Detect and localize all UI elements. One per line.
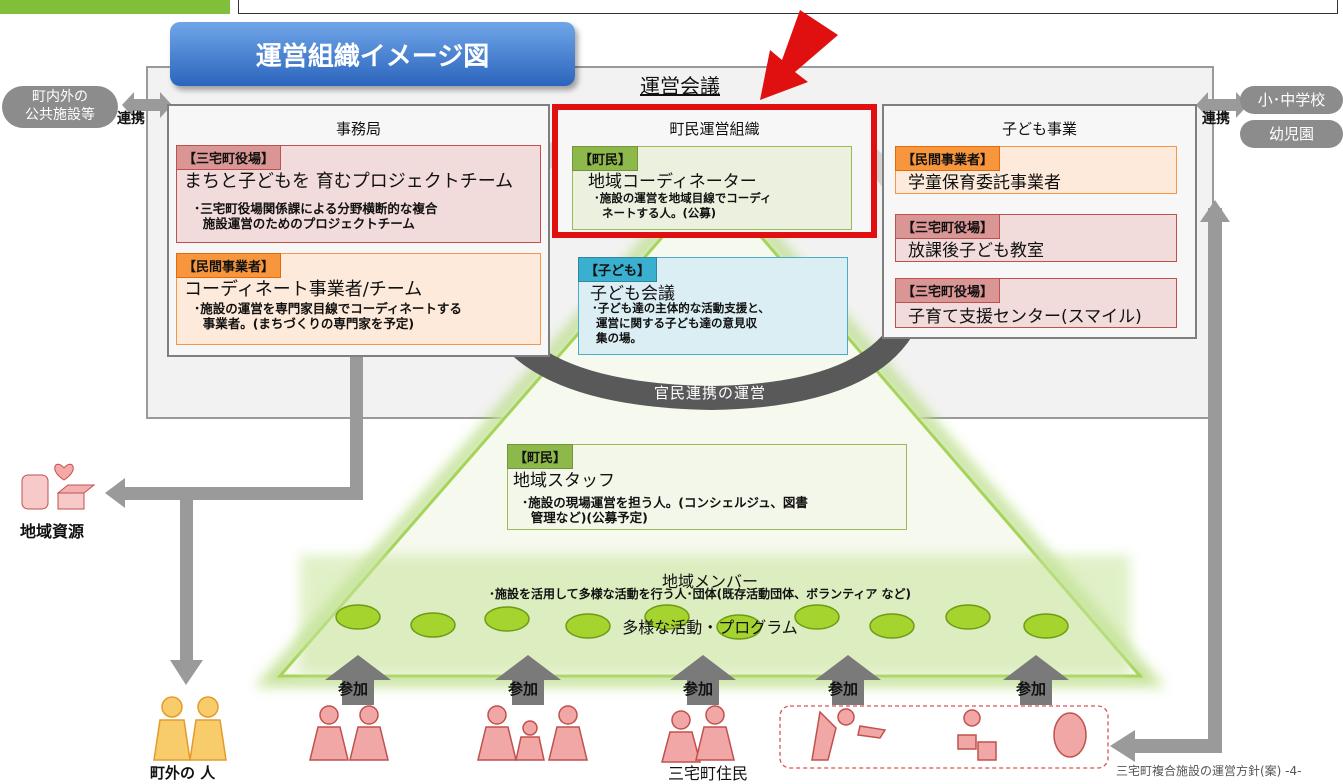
pt-card-desc: ･三宅町役場関係課による分野横断的な複合 施設運営のためのプロジェクトチーム [194,201,438,231]
kids-meeting-desc: ･子ども達の主体的な活動支援と、 運営に関する子ども達の意見収 集の場。 [592,301,770,345]
left-link-arrow [122,92,172,118]
sanka-label-4: 参加 [828,680,859,698]
coordinate-card-tag: 【民間事業者】 [176,253,282,278]
outside-people-icon [153,696,227,761]
coordinate-card-desc: ･施設の運営を専門家目線でコーディネートする 事業者。(まちづくりの専門家を予定… [194,301,462,331]
sanka-label-1: 参加 [338,680,369,698]
kindergarten-label: 幼児園 [1268,125,1314,143]
sanka-label-3: 参加 [683,680,714,698]
resource-label: 地域資源 [20,522,85,541]
right-link-connector: 連携 [1202,111,1230,127]
residents-label: 三宅町住民 [668,764,749,783]
member-title: 地域メンバー [661,572,758,591]
resident-people-icons [309,705,1087,763]
public-facilities-node [2,86,118,128]
sanka-label-2: 参加 [508,680,539,698]
jimukyoku-title: 事務局 [335,120,381,138]
after-school-care-tag: 【民間事業者】 [895,146,1001,171]
childcare-center-title: 子育て支援センター(スマイル) [908,307,1142,327]
staff-card [507,444,907,530]
staff-title: 地域スタッフ [513,471,615,491]
footer-text: 三宅町複合施設の運営方針(案) -4- [1116,764,1302,778]
participation-arrows [325,655,1069,705]
top-bar-green [0,0,230,14]
after-school-class-title: 放課後子ども教室 [908,241,1044,261]
coordinator-card-title: 地域コーディネーター [588,172,757,192]
meeting-title: 運営会議 [640,74,720,98]
after-school-class-tag: 【三宅町役場】 [895,214,1001,239]
left-link-connector: 連携 [117,111,145,127]
coordinator-card-desc: ･施設の運営を地域目線でコーディ ネートする人。(公募) [594,191,772,220]
outside-people-label: 町外の 人 [150,764,216,782]
staff-tag: 【町民】 [507,444,574,469]
top-bar-frame [238,0,1338,14]
activity-ovals [335,604,1069,640]
red-arrow [760,10,838,100]
chomin-title: 町民運営組織 [669,120,760,138]
resource-icon [21,463,96,510]
program-label: 多様な活動・プログラム [622,618,798,637]
kids-programs-title: 子ども事業 [1001,120,1077,138]
after-school-care-title: 学童保育委託事業者 [908,173,1061,193]
member-desc: ･施設を活用して多様な活動を行う人･団体(既存活動団体、ボランティア など) [488,587,912,601]
kindergarten-node: 幼児園 [1240,120,1343,148]
kids-meeting-tag: 【子ども】 [578,257,658,282]
pt-card-title: まちと子どもを 育むプロジェクトチーム [184,171,514,192]
childcare-center-tag: 【三宅町役場】 [895,278,1001,303]
title-banner-text: 運営組織イメージ図 [255,42,490,72]
kids-meeting-title: 子ども会議 [590,284,675,304]
kanmin-label: 官民連携の運営 [653,384,766,402]
coordinate-card-title: コーディネート事業者/チーム [184,279,423,300]
school-label: 小･中学校 [1257,91,1326,109]
dashed-group [779,705,1109,769]
public-facilities-label: 町内外の 公共施設等 [25,89,95,123]
school-node: 小･中学校 [1240,86,1343,114]
title-banner [170,22,575,86]
right-link-arrow [1196,92,1248,118]
coordinator-card-tag: 【町民】 [572,146,639,171]
staff-desc: ･施設の現場運営を担う人。(コンシェルジュ、図書 管理など)(公募予定) [522,495,808,525]
pt-card-tag: 【三宅町役場】 [176,145,282,170]
sanka-label-5: 参加 [1016,680,1047,698]
